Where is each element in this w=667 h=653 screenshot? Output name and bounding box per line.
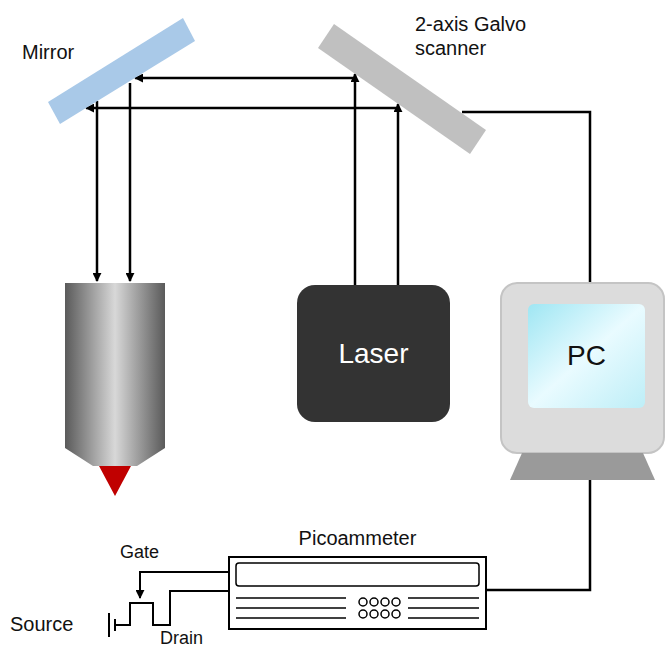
connector	[135, 77, 353, 80]
terminal-label: Drain	[160, 628, 203, 649]
picoammeter: Picoammeter	[228, 556, 487, 630]
pc-monitor: PC	[500, 282, 665, 482]
terminal-label: Source	[10, 613, 73, 636]
node-label: Picoammeter	[228, 526, 487, 550]
picoammeter-shape	[228, 556, 487, 630]
mirror: Mirror	[40, 10, 200, 130]
connector	[354, 74, 357, 285]
beam-line	[96, 101, 99, 281]
laser-box: Laser	[297, 285, 450, 422]
node-label: 2-axis Galvo scanner	[415, 12, 550, 60]
connector	[397, 104, 400, 285]
connector	[462, 112, 590, 282]
connector	[487, 480, 590, 590]
beam-line	[129, 83, 132, 281]
pc-monitor-shape	[500, 282, 665, 482]
objective-lens	[65, 283, 165, 496]
node-label: PC	[528, 304, 645, 408]
terminal-label: Gate	[120, 542, 159, 563]
node-label: Mirror	[22, 40, 74, 64]
galvo-scanner: 2-axis Galvo scanner	[310, 0, 490, 160]
connector	[86, 107, 396, 110]
mirror-shape	[40, 10, 200, 130]
device-wiring	[109, 572, 228, 637]
node-label: Laser	[338, 337, 408, 371]
